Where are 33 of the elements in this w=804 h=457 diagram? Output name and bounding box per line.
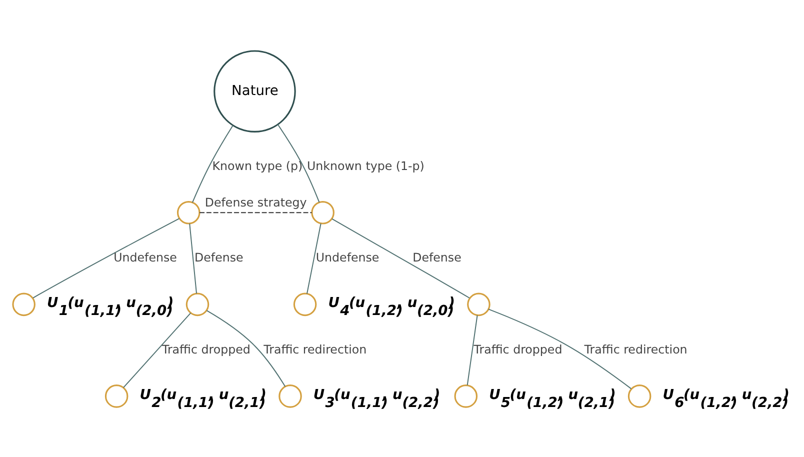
- edge-label: Traffic dropped: [474, 342, 562, 356]
- connector: [32, 218, 180, 298]
- connector: [466, 314, 478, 386]
- edge-label: Defense: [412, 250, 462, 264]
- connector: [206, 310, 286, 387]
- connector: [192, 124, 234, 202]
- edge-label: Unknown type (1-p): [307, 158, 424, 172]
- edge-label: Traffic redirection: [584, 342, 688, 356]
- node-circle: [104, 384, 128, 408]
- node-circle: [186, 292, 210, 316]
- edge-label: Defense: [194, 250, 244, 264]
- edge-label: Undefense: [114, 250, 177, 264]
- connector: [122, 312, 192, 388]
- node-circle: [278, 384, 302, 408]
- edge-label: Defense strategy: [204, 194, 307, 209]
- node-circle: [467, 292, 490, 316]
- node-circle: [293, 292, 317, 316]
- node-circle: [454, 384, 478, 408]
- connector: [331, 218, 470, 298]
- edge-label: Traffic redirection: [264, 342, 367, 356]
- edge-label: Known type (p): [212, 158, 303, 172]
- connector: [277, 124, 320, 202]
- node-circle: [176, 200, 200, 224]
- node-circle: [628, 384, 652, 408]
- connector: [488, 308, 632, 389]
- node-circle: [311, 200, 334, 224]
- node-circle: Nature: [214, 50, 296, 132]
- connector: [306, 222, 322, 294]
- connector: [189, 222, 197, 294]
- edge-label: Traffic dropped: [162, 342, 250, 356]
- node-circle: [12, 292, 36, 316]
- connector: [199, 212, 312, 213]
- edge-label: Undefense: [316, 250, 380, 264]
